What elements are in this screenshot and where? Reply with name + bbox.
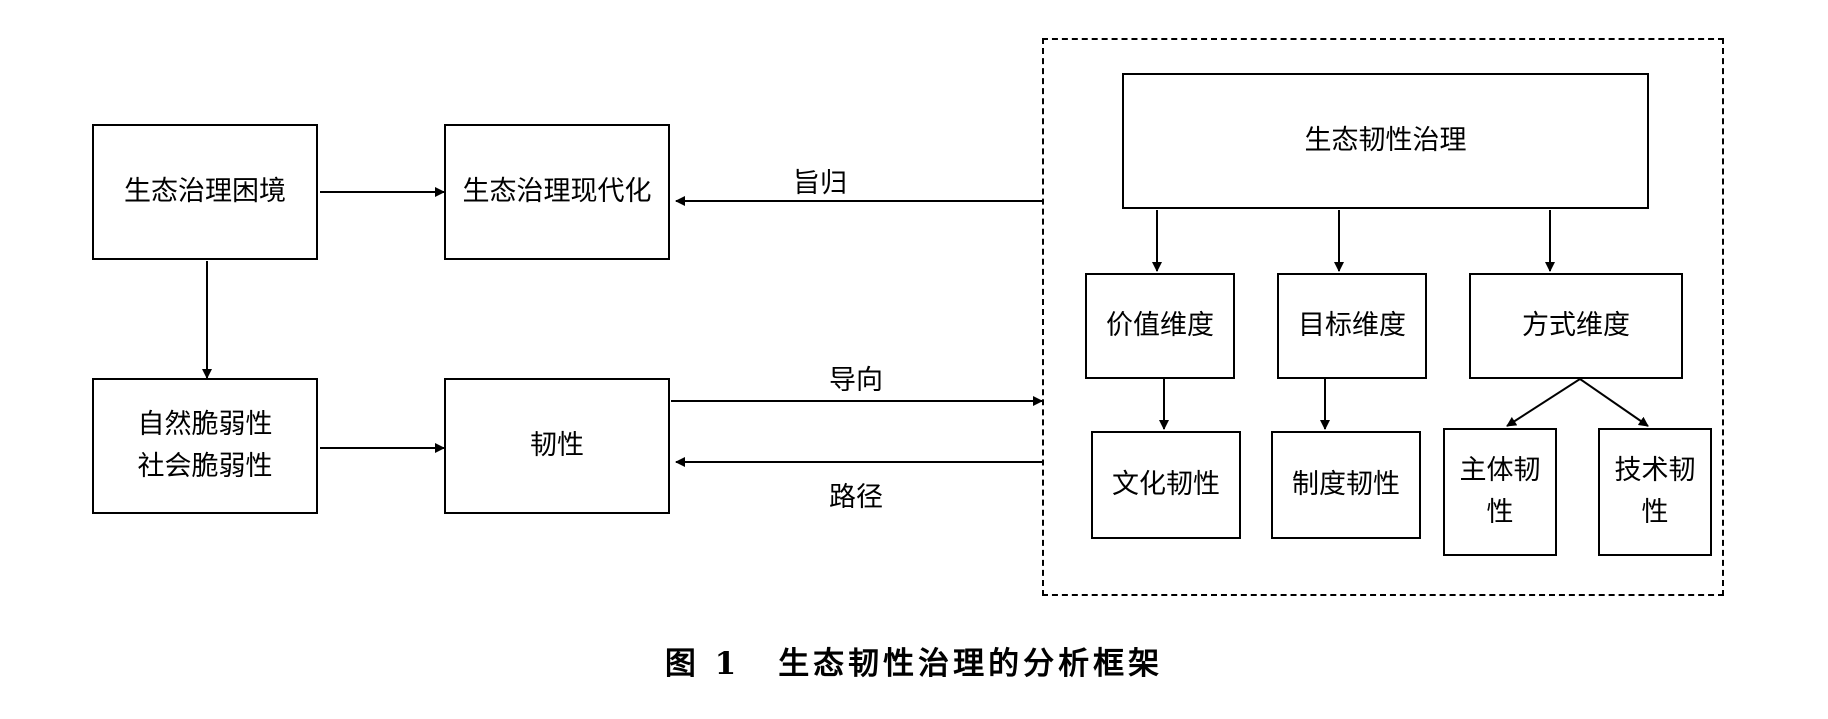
figure-caption: 图 1 生态韧性治理的分析框架 <box>0 638 1828 683</box>
natural-vulnerability-label: 自然脆弱性 <box>137 409 273 441</box>
method-dimension-box: 方式维度 <box>1469 273 1683 379</box>
goal-dimension-label: 目标维度 <box>1298 310 1406 342</box>
technology-resilience-label-line1: 技术韧 <box>1614 455 1696 487</box>
method-dimension-label: 方式维度 <box>1522 310 1630 342</box>
goal-dimension-box: 目标维度 <box>1277 273 1427 379</box>
technology-resilience-label-line2: 性 <box>1641 497 1669 528</box>
modernization-label: 生态治理现代化 <box>462 176 652 208</box>
subject-resilience-label-line1: 主体韧 <box>1459 455 1541 487</box>
technology-resilience-box: 技术韧 性 <box>1598 428 1712 556</box>
system-resilience-label: 制度韧性 <box>1292 469 1400 501</box>
modernization-box: 生态治理现代化 <box>444 124 670 260</box>
culture-resilience-box: 文化韧性 <box>1091 431 1241 539</box>
path-edge-label: 路径 <box>829 482 883 513</box>
vulnerability-box: 自然脆弱性 社会脆弱性 <box>92 378 318 514</box>
framework-title-label: 生态韧性治理 <box>1304 125 1467 157</box>
social-vulnerability-label: 社会脆弱性 <box>137 451 273 482</box>
guidance-edge-label: 导向 <box>829 365 883 396</box>
framework-dashed-frame <box>1042 38 1724 596</box>
edge-method-to-technology <box>1579 378 1649 427</box>
figure-caption-number: 图 1 <box>664 646 741 682</box>
figure-caption-title: 生态韧性治理的分析框架 <box>778 646 1164 682</box>
subject-resilience-label-line2: 性 <box>1486 497 1514 528</box>
system-resilience-box: 制度韧性 <box>1271 431 1421 539</box>
culture-resilience-label: 文化韧性 <box>1112 469 1220 501</box>
dilemma-label: 生态治理困境 <box>124 176 286 208</box>
purpose-edge-label: 旨归 <box>793 168 847 199</box>
edge-method-to-subject <box>1506 378 1581 427</box>
dilemma-box: 生态治理困境 <box>92 124 318 260</box>
resilience-box: 韧性 <box>444 378 670 514</box>
resilience-label: 韧性 <box>530 430 584 462</box>
value-dimension-box: 价值维度 <box>1085 273 1235 379</box>
subject-resilience-box: 主体韧 性 <box>1443 428 1557 556</box>
value-dimension-label: 价值维度 <box>1106 310 1214 342</box>
framework-title-box: 生态韧性治理 <box>1122 73 1649 209</box>
